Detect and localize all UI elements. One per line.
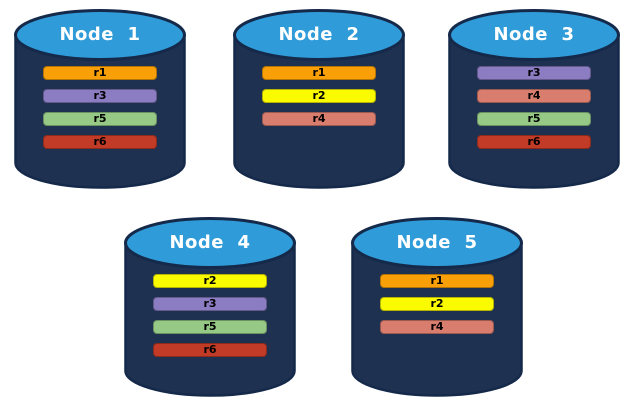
replica-bar: r3 bbox=[477, 66, 591, 80]
cylinder-top bbox=[14, 9, 186, 61]
replica-bar: r4 bbox=[262, 112, 376, 126]
replica-bar: r3 bbox=[43, 89, 157, 103]
replica-bar: r4 bbox=[380, 320, 494, 334]
replica-list: r2 r3 r5 r6 bbox=[122, 274, 298, 366]
replica-bar: r3 bbox=[153, 297, 267, 311]
node-5: Node 5 r1 r2 r4 bbox=[349, 216, 525, 398]
node-1: Node 1 r1 r3 r5 r6 bbox=[12, 8, 188, 190]
replica-bar: r1 bbox=[262, 66, 376, 80]
replica-bar: r5 bbox=[153, 320, 267, 334]
node-title: Node 2 bbox=[278, 24, 360, 45]
node-title: Node 5 bbox=[396, 232, 478, 253]
cylinder-top bbox=[351, 217, 523, 269]
replica-list: r1 r2 r4 bbox=[231, 66, 407, 135]
node-title: Node 3 bbox=[493, 24, 575, 45]
cylinder-top bbox=[233, 9, 405, 61]
cylinder-top bbox=[448, 9, 620, 61]
replica-bar: r6 bbox=[153, 343, 267, 357]
replica-bar: r4 bbox=[477, 89, 591, 103]
node-4: Node 4 r2 r3 r5 r6 bbox=[122, 216, 298, 398]
replica-bar: r5 bbox=[477, 112, 591, 126]
replica-list: r1 r3 r5 r6 bbox=[12, 66, 188, 158]
node-title: Node 4 bbox=[169, 232, 251, 253]
replica-bar: r1 bbox=[380, 274, 494, 288]
replica-bar: r1 bbox=[43, 66, 157, 80]
node-3: Node 3 r3 r4 r5 r6 bbox=[446, 8, 622, 190]
replica-list: r3 r4 r5 r6 bbox=[446, 66, 622, 158]
replica-bar: r2 bbox=[153, 274, 267, 288]
replica-bar: r6 bbox=[477, 135, 591, 149]
replica-bar: r6 bbox=[43, 135, 157, 149]
cylinder-top bbox=[124, 217, 296, 269]
replica-bar: r2 bbox=[380, 297, 494, 311]
replica-bar: r2 bbox=[262, 89, 376, 103]
node-title: Node 1 bbox=[59, 24, 141, 45]
replica-bar: r5 bbox=[43, 112, 157, 126]
replica-list: r1 r2 r4 bbox=[349, 274, 525, 343]
node-2: Node 2 r1 r2 r4 bbox=[231, 8, 407, 190]
